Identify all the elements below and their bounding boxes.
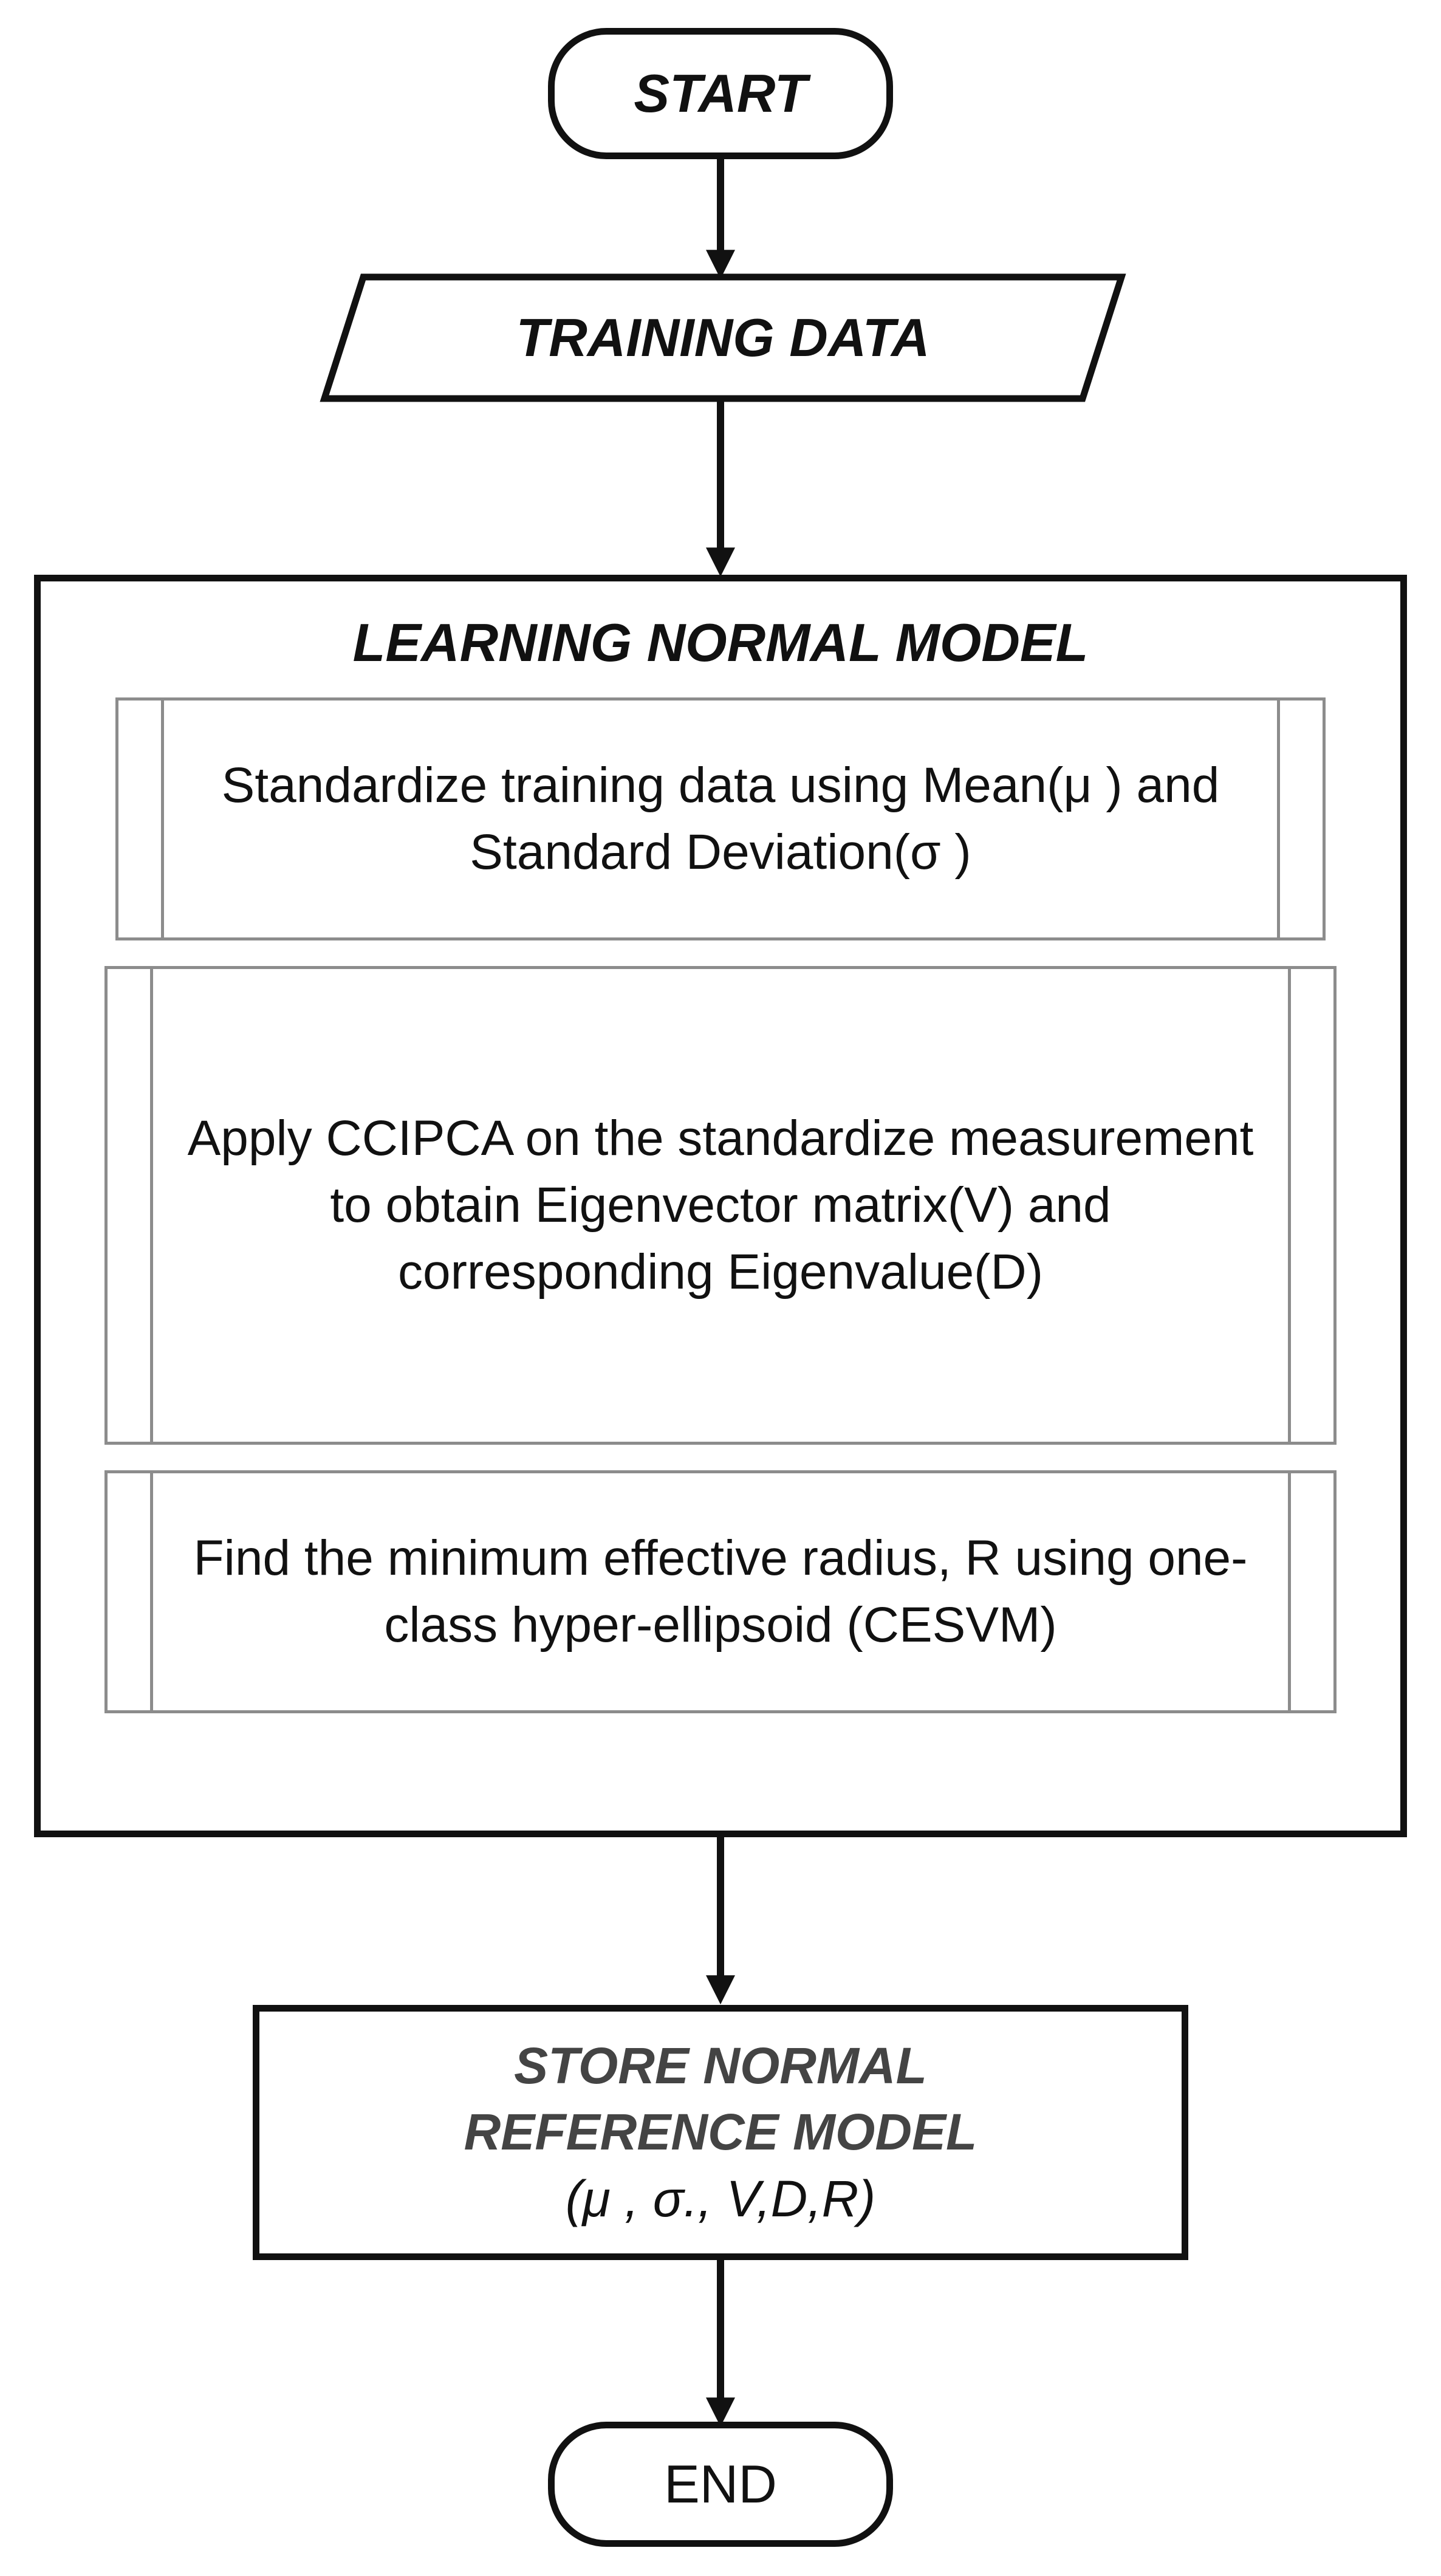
store-params: (μ , σ., V,D,R) [565,2170,876,2227]
process-step-radius: Find the minimum effective radius, R usi… [104,1470,1337,1713]
process-step-standardize: Standardize training data using Mean(μ )… [115,697,1326,940]
training-data-label: TRAINING DATA [516,307,930,368]
training-data-input-shape [320,273,1126,402]
start-terminal: START [548,28,893,159]
end-label: END [664,2454,777,2514]
process-step-ccipca: Apply CCIPCA on the standardize measurem… [104,966,1337,1445]
step-ccipca-text: Apply CCIPCA on the standardize measurem… [187,1111,1254,1300]
step-standardize-text: Standardize training data using Mean(μ )… [221,758,1220,880]
store-model-box: STORE NORMAL REFERENCE MODEL (μ , σ., V,… [253,2005,1188,2260]
start-label: START [634,63,807,123]
container-title: LEARNING NORMAL MODEL [352,612,1089,673]
store-title: STORE NORMAL REFERENCE MODEL [464,2037,977,2161]
end-terminal: END [548,2422,893,2547]
step-radius-text: Find the minimum effective radius, R usi… [193,1530,1248,1653]
training-data-input: TRAINING DATA [316,273,1130,402]
